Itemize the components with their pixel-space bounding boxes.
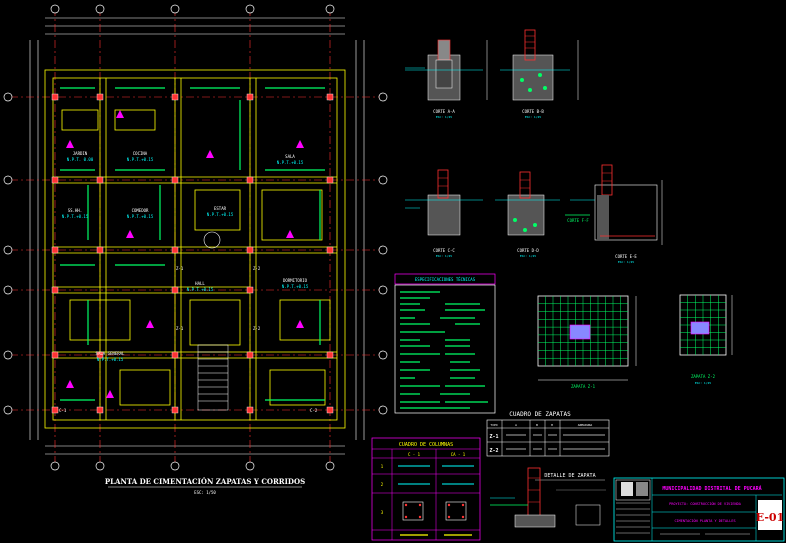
footing-tag: Z-1: [176, 326, 184, 331]
section-d: CORTE D-D ESC: 1/25: [495, 171, 560, 258]
sheet-description: CIMENTACIÓN PLANTA Y DETALLES: [674, 518, 735, 523]
footing-detail: DETALLE DE ZAPATA: [490, 467, 606, 528]
column-type-header: CA - 1: [451, 452, 466, 457]
footing-tag: Z-1: [176, 266, 184, 271]
section-scale: ESC: 1/25: [436, 115, 452, 119]
room-level: N.P.T.+0.15: [282, 284, 309, 289]
table-cell: Z-2: [489, 448, 498, 454]
title-block: MUNICIPALIDAD DISTRITAL DE PUCARÁ PROYEC…: [613, 477, 785, 542]
section-scale: ESC: 1/25: [436, 254, 452, 258]
specs-text-lines: [400, 291, 488, 409]
column-type-header: C - 1: [408, 452, 421, 457]
room-level: N.P.T.+0.15: [97, 357, 124, 362]
project-name: PROYECTO: CONSTRUCCIÓN DE VIVIENDA: [669, 501, 742, 506]
room-name: SS.HH.: [68, 208, 82, 213]
table-header: TIPO: [490, 423, 497, 427]
zapatas-table-title: CUADRO DE ZAPATAS: [509, 411, 571, 418]
section-details: CORTE A-A ESC: 1/25 CORTE B-B ESC: 1/25 …: [405, 29, 663, 264]
section-label: CORTE D-D: [517, 248, 539, 253]
section-e: CORTE E-E ESC: 1/25: [570, 164, 663, 264]
footing-tag: Z-2: [253, 266, 261, 271]
zapata-z2-plan: ZAPATA Z-2 ESC: 1/25: [679, 294, 733, 385]
room-name: DORMITORIO: [283, 278, 308, 283]
room-name: HALL: [195, 281, 205, 286]
zapata-scale: ESC: 1/25: [695, 381, 711, 385]
table-header: ARMADURA: [578, 423, 593, 427]
columnas-table-title: CUADRO DE COLUMNAS: [399, 442, 453, 448]
foundation-plan: JARDIN N.P.T. 0.00 COCINA N.P.T.+0.15 CO…: [3, 4, 388, 495]
table-header: B: [536, 423, 538, 427]
section-f: CORTE F-F: [565, 214, 590, 223]
room-name: SALA: [285, 154, 295, 159]
room-name: JARDIN: [73, 151, 88, 156]
footing-tag: C-2: [310, 408, 318, 413]
zapata-z1-plan: ZAPATA Z-1: [537, 295, 637, 389]
zapata-label: ZAPATA Z-2: [691, 374, 716, 379]
columnas-table: CUADRO DE COLUMNAS C - 1 CA - 1 1 2 3: [371, 437, 481, 541]
row-number: 2: [381, 482, 384, 487]
section-scale: ESC: 1/25: [520, 254, 536, 258]
room-name: COMEDOR: [132, 208, 149, 213]
plan-scale: ESC: 1/50: [194, 490, 216, 495]
section-label: CORTE B-B: [522, 109, 544, 114]
room-level: N.P.T.+0.15: [62, 214, 89, 219]
footing-tag: Z-2: [253, 326, 261, 331]
section-label: CORTE A-A: [433, 109, 455, 114]
section-label: CORTE C-C: [433, 248, 455, 253]
seal-icon: [636, 482, 648, 496]
room-name: ESTAR: [214, 206, 227, 211]
section-label: CORTE F-F: [567, 218, 589, 223]
specs-title: ESPECIFICACIONES TÉCNICAS: [415, 277, 476, 282]
table-header: H: [551, 423, 553, 427]
sheet-number: E-01: [756, 511, 784, 524]
section-c: CORTE C-C ESC: 1/25: [405, 169, 483, 258]
row-number: 1: [381, 464, 384, 469]
section-scale: ESC: 1/25: [618, 260, 634, 264]
municipal-logo: [621, 482, 633, 496]
room-level: N.P.T. 0.00: [67, 157, 94, 162]
zapata-label: ZAPATA Z-1: [571, 384, 596, 389]
room-level: N.P.T.+0.15: [127, 214, 154, 219]
section-label: CORTE E-E: [615, 254, 637, 259]
room-level: N.P.T.+0.15: [127, 157, 154, 162]
table-header: A: [515, 423, 517, 427]
room-level: N.P.T.+0.15: [207, 212, 234, 217]
room-level: N.P.T.+0.15: [187, 287, 214, 292]
room-name: COCINA: [133, 151, 148, 156]
row-number: 3: [381, 510, 384, 515]
footing-tag: C-1: [59, 408, 67, 413]
entity-name: MUNICIPALIDAD DISTRITAL DE PUCARÁ: [662, 485, 761, 492]
plan-title: PLANTA DE CIMENTACIÓN ZAPATAS Y CORRIDOS: [105, 477, 305, 486]
section-b: CORTE B-B ESC: 1/25: [500, 29, 579, 119]
staircase: [197, 344, 229, 411]
room-level: N.P.T.+0.15: [277, 160, 304, 165]
zapatas-table: CUADRO DE ZAPATAS TIPO A B H ARMADURA Z-…: [486, 411, 610, 457]
room-name: SALA GENERAL: [96, 351, 125, 356]
detail-title: DETALLE DE ZAPATA: [544, 473, 595, 479]
section-a: CORTE A-A ESC: 1/25: [405, 39, 488, 119]
table-cell: Z-1: [489, 434, 498, 440]
technical-specifications: ESPECIFICACIONES TÉCNICAS: [394, 273, 496, 414]
section-scale: ESC: 1/25: [525, 115, 541, 119]
